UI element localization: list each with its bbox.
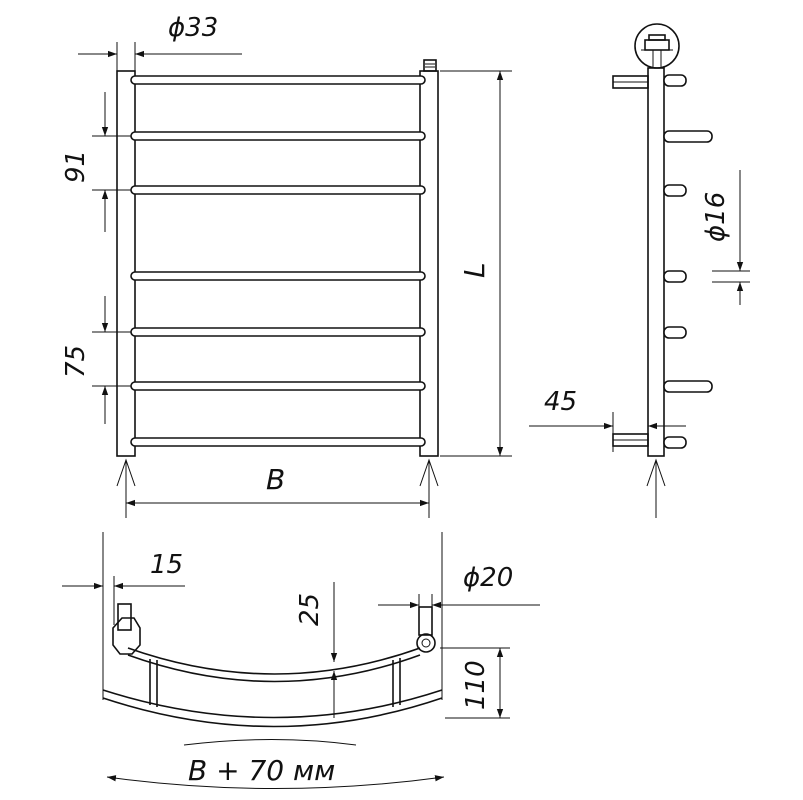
right-collector — [419, 70, 439, 457]
towel-bars — [130, 75, 426, 447]
label-depth: 110 — [461, 660, 491, 710]
bar-1 — [130, 75, 426, 85]
side-view: ϕ16 45 — [529, 23, 750, 518]
plan-struts — [149, 658, 401, 707]
label-width: B — [266, 463, 285, 496]
bar-7 — [130, 437, 426, 447]
label-height: L — [458, 262, 491, 278]
plan-inner-bar — [127, 647, 421, 675]
bar-6 — [130, 381, 426, 391]
label-arc-width: B + 70 мм — [188, 754, 335, 787]
dim-bow-depth: 25 — [295, 582, 338, 718]
plan-outer-bar — [102, 689, 443, 719]
dim-collector-diameter: ϕ33 — [78, 13, 242, 71]
label-offset: 45 — [544, 387, 577, 417]
plan-right-collector — [416, 606, 436, 653]
label-d-bar: ϕ16 — [701, 192, 731, 242]
left-collector — [116, 70, 136, 457]
dim-width: B — [126, 463, 429, 507]
side-bar-stubs — [663, 74, 713, 449]
plan-left-collector — [112, 603, 141, 655]
dim-step-bottom: 75 — [61, 296, 131, 424]
inlet-arrow-right-icon — [419, 458, 439, 518]
dim-connection-diameter: ϕ20 — [378, 563, 540, 612]
bar-2 — [130, 131, 426, 141]
inlet-arrow-left-icon — [116, 458, 136, 518]
dim-depth: 110 — [440, 647, 510, 719]
air-valve-icon — [423, 59, 437, 72]
dim-offset: 45 — [529, 387, 686, 452]
label-bow-depth: 25 — [295, 593, 325, 626]
bar-3 — [130, 185, 426, 195]
label-step-bottom: 75 — [61, 345, 91, 378]
label-d-collector: ϕ33 — [168, 13, 218, 43]
dim-arc-width: B + 70 мм — [106, 532, 445, 789]
dim-plan-offset: 15 — [62, 532, 185, 700]
dim-bar-diameter: ϕ16 — [701, 170, 750, 305]
front-view: ϕ33 91 75 L B — [61, 13, 512, 518]
bar-4 — [130, 271, 426, 281]
plan-view: 15 ϕ20 25 110 B + 70 — [62, 532, 540, 789]
dim-height: L — [440, 70, 512, 457]
bar-5 — [130, 327, 426, 337]
dim-step-top: 91 — [61, 92, 131, 232]
side-collector — [647, 67, 665, 457]
label-plan-offset: 15 — [150, 550, 183, 580]
inlet-arrow-side-icon — [646, 458, 666, 518]
label-step-top: 91 — [61, 150, 91, 183]
label-d-connection: ϕ20 — [463, 563, 513, 593]
detail-callout — [634, 23, 680, 69]
